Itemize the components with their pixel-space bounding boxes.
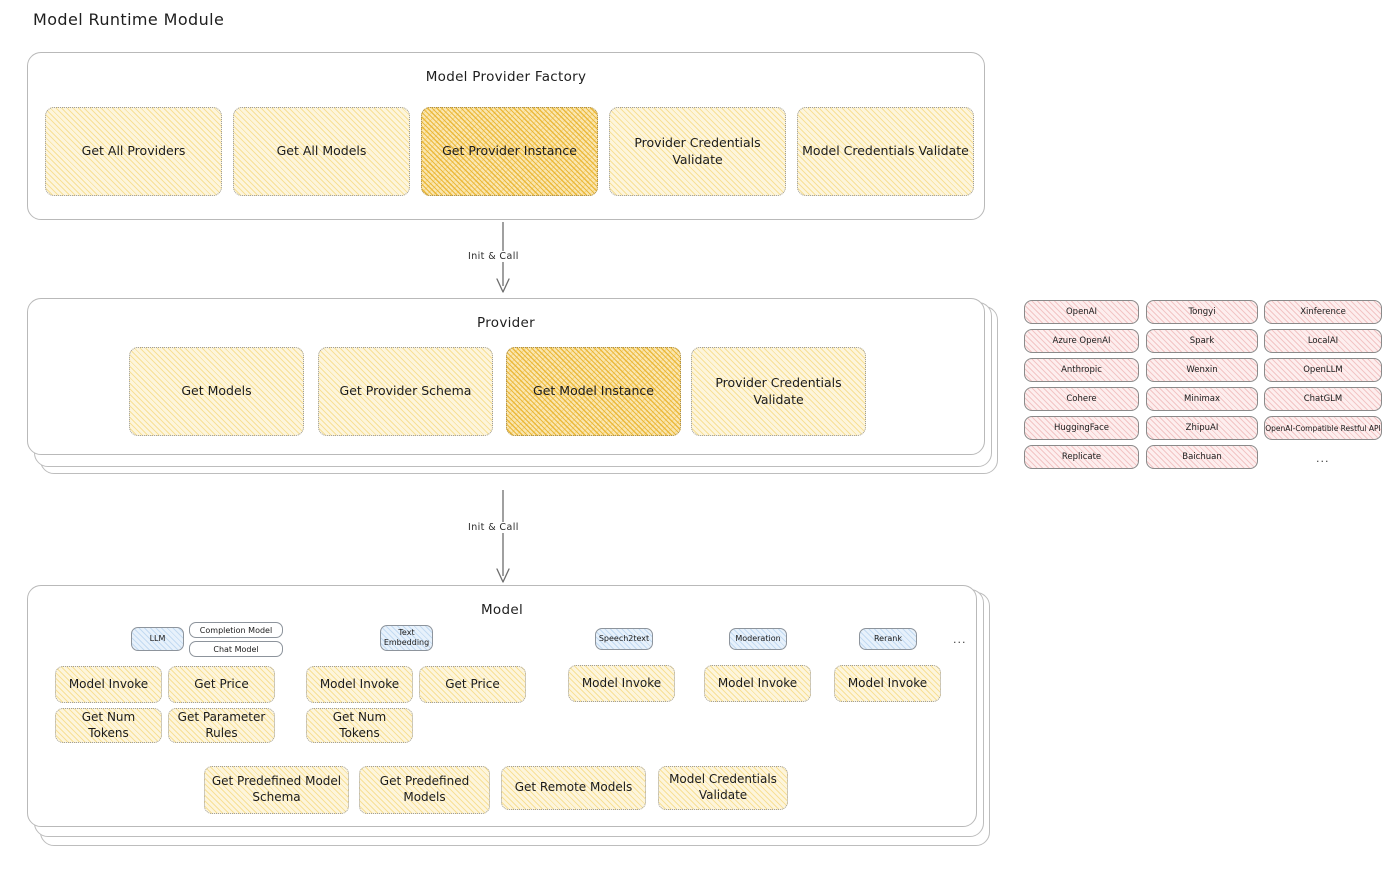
model-type-sub-chip-chat-model[interactable]: Chat Model — [189, 641, 283, 657]
page-title: Model Runtime Module — [33, 10, 225, 29]
arrow-factory-to-provider: Init & Call — [465, 222, 536, 296]
provider-chip-azure-openai[interactable]: Azure OpenAI — [1024, 329, 1139, 353]
model-common-op-get-predefined-model-schema[interactable]: Get Predefined Model Schema — [204, 766, 349, 814]
provider-chip-cohere[interactable]: Cohere — [1024, 387, 1139, 411]
provider-chip-tongyi[interactable]: Tongyi — [1146, 300, 1258, 324]
provider-chip-chatglm[interactable]: ChatGLM — [1264, 387, 1382, 411]
model-types-more: ... — [953, 633, 967, 646]
provider-box-get-model-instance[interactable]: Get Model Instance — [506, 347, 681, 436]
model-type-chip-rerank[interactable]: Rerank — [859, 628, 917, 650]
llm-op-model-invoke[interactable]: Model Invoke — [55, 666, 162, 703]
model-type-chip-text-embedding[interactable]: Text Embedding — [380, 625, 433, 651]
provider-box-provider-credentials-validate[interactable]: Provider Credentials Validate — [691, 347, 866, 436]
provider-chip-openai-compatible-restful-api[interactable]: OpenAI-Compatible Restful API — [1264, 416, 1382, 440]
model-common-op-model-credentials-validate[interactable]: Model Credentials Validate — [658, 766, 788, 810]
factory-box-get-provider-instance[interactable]: Get Provider Instance — [421, 107, 598, 196]
model-type-chip-moderation[interactable]: Moderation — [729, 628, 787, 650]
llm-op-get-parameter-rules[interactable]: Get Parameter Rules — [168, 708, 275, 743]
provider-chip-zhipuai[interactable]: ZhipuAI — [1146, 416, 1258, 440]
arrow-provider-to-model: Init & Call — [465, 490, 536, 586]
arrow-label-init-and-call-1: Init & Call — [465, 251, 522, 262]
provider-chip-replicate[interactable]: Replicate — [1024, 445, 1139, 469]
provider-chip-spark[interactable]: Spark — [1146, 329, 1258, 353]
model-type-sub-chip-completion-model[interactable]: Completion Model — [189, 622, 283, 638]
model-provider-factory-card: Model Provider Factory Get All Providers… — [27, 52, 985, 220]
text-embedding-op-model-invoke[interactable]: Model Invoke — [306, 666, 413, 703]
provider-chip-openllm[interactable]: OpenLLM — [1264, 358, 1382, 382]
provider-list-panel: OpenAI Azure OpenAI Anthropic Cohere Hug… — [1024, 300, 1382, 478]
speech2text-op-model-invoke[interactable]: Model Invoke — [568, 665, 675, 702]
factory-box-model-credentials-validate[interactable]: Model Credentials Validate — [797, 107, 974, 196]
provider-box-get-models[interactable]: Get Models — [129, 347, 304, 436]
arrow-label-init-and-call-2: Init & Call — [465, 522, 522, 533]
model-common-op-get-predefined-models[interactable]: Get Predefined Models — [359, 766, 490, 814]
llm-op-get-price[interactable]: Get Price — [168, 666, 275, 703]
provider-box-get-provider-schema[interactable]: Get Provider Schema — [318, 347, 493, 436]
arrow-down-icon — [496, 490, 510, 583]
provider-chip-wenxin[interactable]: Wenxin — [1146, 358, 1258, 382]
provider-list-more: ... — [1316, 452, 1330, 465]
llm-op-get-num-tokens[interactable]: Get Num Tokens — [55, 708, 162, 743]
provider-title: Provider — [477, 315, 535, 331]
model-type-chip-speech2text[interactable]: Speech2text — [595, 628, 653, 650]
model-card: Model LLM Completion Model Chat Model Mo… — [27, 585, 977, 827]
provider-chip-anthropic[interactable]: Anthropic — [1024, 358, 1139, 382]
provider-chip-xinference[interactable]: Xinference — [1264, 300, 1382, 324]
provider-chip-localai[interactable]: LocalAI — [1264, 329, 1382, 353]
model-title: Model — [480, 602, 524, 618]
provider-chip-huggingface[interactable]: HuggingFace — [1024, 416, 1139, 440]
text-embedding-op-get-price[interactable]: Get Price — [419, 666, 526, 703]
rerank-op-model-invoke[interactable]: Model Invoke — [834, 665, 941, 702]
provider-chip-openai[interactable]: OpenAI — [1024, 300, 1139, 324]
factory-box-provider-credentials-validate[interactable]: Provider Credentials Validate — [609, 107, 786, 196]
provider-chip-minimax[interactable]: Minimax — [1146, 387, 1258, 411]
provider-card: Provider Get Models Get Provider Schema … — [27, 298, 985, 455]
model-provider-factory-title: Model Provider Factory — [425, 69, 587, 85]
model-common-op-get-remote-models[interactable]: Get Remote Models — [501, 766, 646, 810]
factory-box-get-all-models[interactable]: Get All Models — [233, 107, 410, 196]
text-embedding-op-get-num-tokens[interactable]: Get Num Tokens — [306, 708, 413, 743]
moderation-op-model-invoke[interactable]: Model Invoke — [704, 665, 811, 702]
provider-chip-baichuan[interactable]: Baichuan — [1146, 445, 1258, 469]
factory-box-get-all-providers[interactable]: Get All Providers — [45, 107, 222, 196]
model-type-chip-llm[interactable]: LLM — [131, 627, 184, 651]
